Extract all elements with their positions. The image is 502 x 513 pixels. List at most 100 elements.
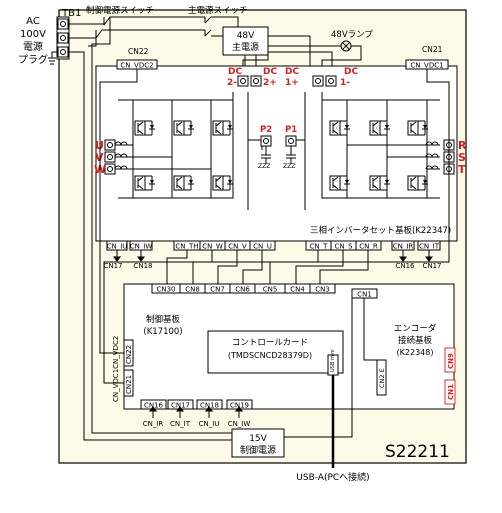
p1-label: P1 — [285, 125, 297, 135]
control-board-line2: (K17100) — [143, 327, 182, 337]
svg-text:CN6: CN6 — [235, 286, 250, 294]
svg-text:2-: 2- — [227, 78, 237, 88]
encoder-cable — [363, 298, 377, 361]
svg-text:CN_V: CN_V — [228, 243, 247, 251]
svg-text:1-: 1- — [340, 78, 350, 88]
control-board-line1: 制御基板 — [146, 314, 181, 325]
ground-symbol — [48, 51, 57, 65]
svg-text:DC: DC — [228, 67, 242, 77]
control-switch-label: 制御電源スイッチ — [86, 5, 154, 16]
control-bottom-arrows — [149, 406, 243, 418]
lamp-48v-label: 48Vランプ — [331, 30, 373, 40]
control-card-line1: コントロールカード — [232, 338, 308, 348]
svg-text:CN18: CN18 — [200, 402, 219, 410]
u-label: U — [95, 139, 104, 152]
svg-text:CN7: CN7 — [210, 286, 225, 294]
rst-coils — [425, 141, 439, 170]
svg-text:電源: 電源 — [23, 40, 43, 53]
inverter-board-label: 三相インバータセット基板(K22347) — [310, 225, 451, 236]
svg-text:CN5: CN5 — [263, 286, 278, 294]
dc-terminal-labels: DC 2- DC 2+ DC 1+ DC 1- — [227, 67, 358, 88]
svg-text:CN4: CN4 — [290, 286, 305, 294]
svg-text:CN_T: CN_T — [310, 243, 329, 251]
main-switch-label: 主電源スイッチ — [188, 5, 248, 16]
svg-text:CN_S: CN_S — [334, 243, 353, 251]
control-card-line2: (TMDSCNCD28379D) — [228, 351, 312, 360]
svg-text:DC: DC — [263, 67, 277, 77]
svg-text:CN17: CN17 — [171, 402, 190, 410]
svg-text:CN1: CN1 — [357, 291, 372, 299]
cn9-connector — [444, 347, 456, 373]
p2-label: P2 — [260, 125, 272, 135]
cn22-label: CN22 — [128, 47, 149, 56]
cn9-label: CN9 — [447, 353, 455, 369]
psu-15v — [231, 428, 285, 458]
svg-text:CN_IR: CN_IR — [393, 243, 414, 251]
uvw-coils — [114, 141, 128, 170]
psu-15v-output — [284, 298, 353, 438]
svg-text:CN17: CN17 — [103, 262, 122, 270]
encoder-board-line3: (K22348) — [397, 348, 434, 357]
svg-text:CN19: CN19 — [230, 402, 249, 410]
svg-text:CN_IR: CN_IR — [143, 420, 164, 428]
svg-text:プラグ: プラグ — [18, 53, 48, 66]
control-bottom-cn-labels: CN_IR CN_IT CN_IU CN_IW — [143, 420, 251, 428]
psu-15v-line1: 15V — [249, 434, 267, 444]
cn1-encoder-label: CN1 — [447, 384, 455, 400]
cn2e-label: CN2 E — [378, 368, 386, 388]
svg-text:DC: DC — [285, 67, 299, 77]
control-top-connector-labels: CN30 CN8 CN7 CN6 CN5 CN4 CN3 CN1 — [156, 286, 371, 299]
usb-mini-label: USB mini — [330, 349, 336, 372]
svg-text:1+: 1+ — [285, 78, 299, 88]
svg-text:100V: 100V — [20, 29, 46, 40]
model-number: S22211 — [385, 442, 450, 462]
svg-text:CN16: CN16 — [395, 262, 415, 270]
uvw-terminals — [104, 139, 116, 175]
svg-text:CN3: CN3 — [315, 286, 330, 294]
cn-vdc1-label: CN_VDC1 — [410, 62, 443, 70]
svg-text:CN_IW: CN_IW — [130, 243, 153, 251]
psu-48v-line1: 48V — [237, 31, 255, 41]
vdc-wires — [99, 69, 450, 384]
encoder-board-line1: エンコーダ — [394, 323, 437, 334]
encoder-board-line2: 接続基板 — [398, 335, 433, 346]
cn21-label: CN21 — [422, 45, 443, 54]
capacitor-mark-right: ZZZ — [283, 163, 295, 170]
cn-vdc-vertical-label: CN_VDC1CN_VDC2 — [112, 336, 120, 402]
svg-text:CN_TH: CN_TH — [175, 243, 198, 251]
svg-text:CN_R: CN_R — [359, 243, 378, 251]
control-power-switch — [95, 16, 111, 39]
svg-text:DC: DC — [344, 67, 358, 77]
usb-a-label: USB-A(PCへ接続) — [296, 471, 369, 483]
svg-text:CN18: CN18 — [133, 262, 152, 270]
control-card — [207, 330, 344, 374]
capacitor-mark-left: ZZZ — [258, 163, 270, 170]
psu-15v-line2: 制御電源 — [240, 444, 276, 456]
r-label: R — [458, 139, 467, 152]
inverter-bottom-connector-labels: CN_IU CN_IW CN_TH CN_W CN_V CN_U CN_T CN… — [107, 243, 440, 251]
svg-text:CN8: CN8 — [185, 286, 200, 294]
svg-text:2+: 2+ — [263, 78, 277, 88]
cn22-vertical-label: CN22 — [125, 345, 133, 364]
main-power-switch — [204, 16, 212, 37]
svg-text:CN_W: CN_W — [202, 243, 223, 251]
ac-plug-label: AC 100V 電源 プラグ — [18, 16, 48, 66]
t-label: T — [458, 163, 466, 176]
s-label: S — [458, 151, 466, 164]
cn2e-connector — [376, 359, 387, 396]
svg-text:CN_IU: CN_IU — [107, 243, 128, 251]
svg-text:CN16: CN16 — [144, 402, 164, 410]
current-sensor-cn-labels: CN17 CN18 CN16 CN17 — [103, 262, 441, 270]
svg-text:CN30: CN30 — [156, 286, 175, 294]
inverter-board — [95, 65, 458, 242]
tb1-label: TB1 — [61, 8, 81, 19]
cn21-vertical-label: CN21 — [125, 375, 133, 394]
cn1-encoder-connector — [444, 379, 456, 405]
control-bottom-connector-labels: CN16 CN17 CN18 CN19 — [144, 402, 249, 410]
psu-48v-line2: 主電源 — [232, 41, 259, 53]
cn-arrows — [113, 250, 433, 262]
svg-text:CN_IW: CN_IW — [228, 420, 251, 428]
cn-vdc2-label: CN_VDC2 — [120, 62, 153, 70]
dc-capacitors — [261, 146, 296, 164]
